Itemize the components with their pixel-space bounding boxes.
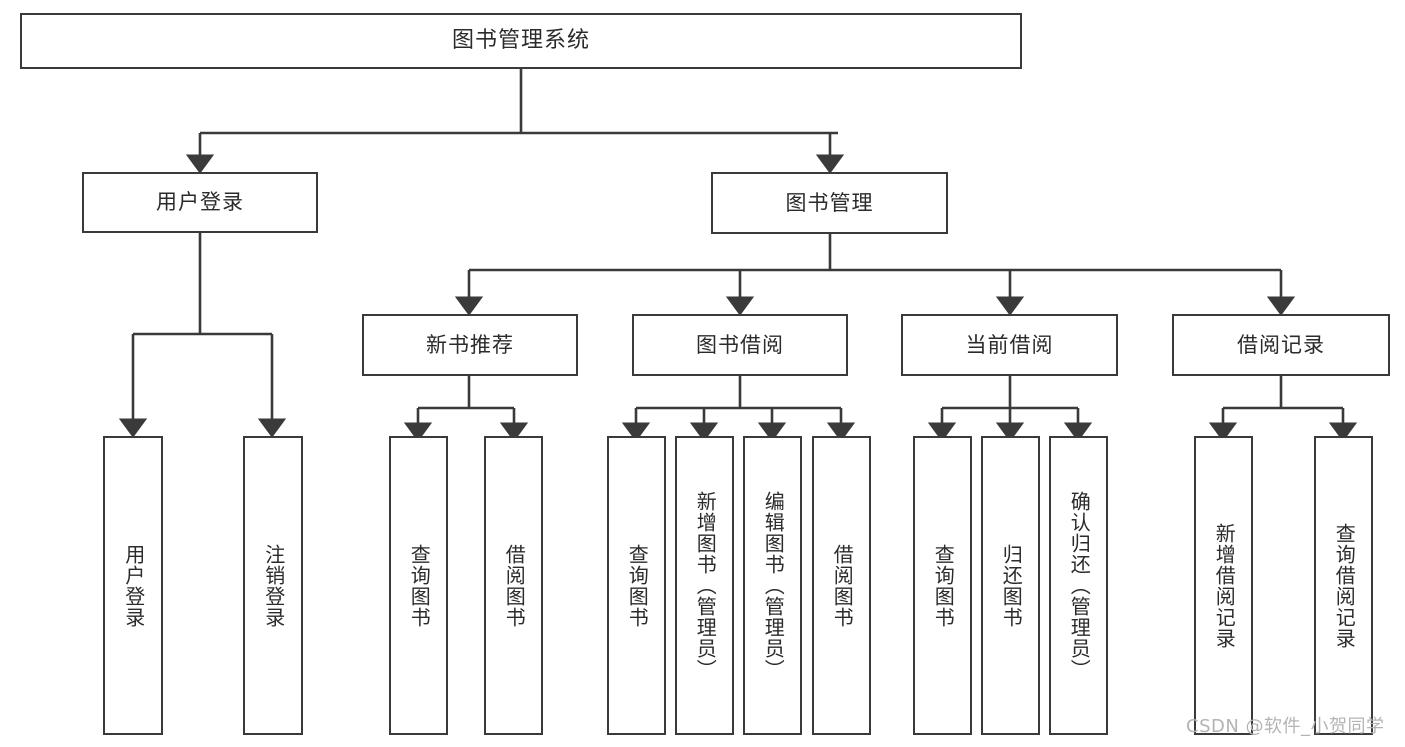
node-label: 新书推荐 [426, 332, 514, 357]
node-label: 借阅记录 [1237, 332, 1325, 357]
node-label: 当前借阅 [965, 332, 1054, 357]
node-book-management[interactable]: 图书管理 [711, 172, 948, 234]
node-leaf-query-book-current[interactable]: 查询图书 [913, 436, 972, 735]
node-book-borrowing[interactable]: 图书借阅 [632, 314, 848, 376]
csdn-watermark: CSDN @软件_小贺同学 [1186, 716, 1385, 737]
node-leaf-edit-book-admin[interactable]: 编辑图书（管理员） [743, 436, 802, 735]
node-label: 借阅图书 [830, 543, 855, 628]
node-leaf-user-login[interactable]: 用户登录 [103, 436, 163, 735]
node-label: 查询图书 [931, 543, 956, 628]
node-label: 编辑图书（管理员） [761, 491, 786, 680]
node-leaf-confirm-return-admin[interactable]: 确认归还（管理员） [1049, 436, 1108, 735]
node-label: 查询借阅记录 [1332, 522, 1357, 649]
node-label: 新增借阅记录 [1212, 522, 1237, 649]
node-label: 借阅图书 [502, 543, 527, 628]
node-leaf-borrow-book-rec[interactable]: 借阅图书 [484, 436, 543, 735]
node-root-book-management-system[interactable]: 图书管理系统 [20, 13, 1022, 69]
node-new-book-recommendation[interactable]: 新书推荐 [362, 314, 578, 376]
node-label: 查询图书 [625, 543, 650, 628]
node-leaf-logout-login[interactable]: 注销登录 [243, 436, 303, 735]
node-leaf-add-book-admin[interactable]: 新增图书（管理员） [675, 436, 734, 735]
node-borrowing-record[interactable]: 借阅记录 [1172, 314, 1390, 376]
node-label: 确认归还（管理员） [1067, 491, 1092, 680]
node-label: 归还图书 [999, 543, 1024, 628]
node-leaf-borrow-book-borrow[interactable]: 借阅图书 [812, 436, 871, 735]
node-label: 图书管理系统 [451, 28, 590, 54]
node-label: 图书管理 [785, 190, 874, 215]
node-label: 图书借阅 [696, 332, 784, 357]
node-current-borrowing[interactable]: 当前借阅 [901, 314, 1118, 376]
node-label: 查询图书 [407, 543, 432, 628]
node-leaf-query-book-rec[interactable]: 查询图书 [389, 436, 448, 735]
node-leaf-add-borrow-record[interactable]: 新增借阅记录 [1194, 436, 1253, 735]
node-label: 用户登录 [156, 190, 244, 215]
node-user-login[interactable]: 用户登录 [82, 172, 318, 233]
node-leaf-query-book-borrow[interactable]: 查询图书 [607, 436, 666, 735]
node-leaf-query-borrow-record[interactable]: 查询借阅记录 [1314, 436, 1373, 735]
node-leaf-return-book[interactable]: 归还图书 [981, 436, 1040, 735]
node-label: 注销登录 [261, 543, 286, 628]
node-label: 新增图书（管理员） [693, 491, 718, 680]
node-label: 用户登录 [121, 543, 146, 628]
